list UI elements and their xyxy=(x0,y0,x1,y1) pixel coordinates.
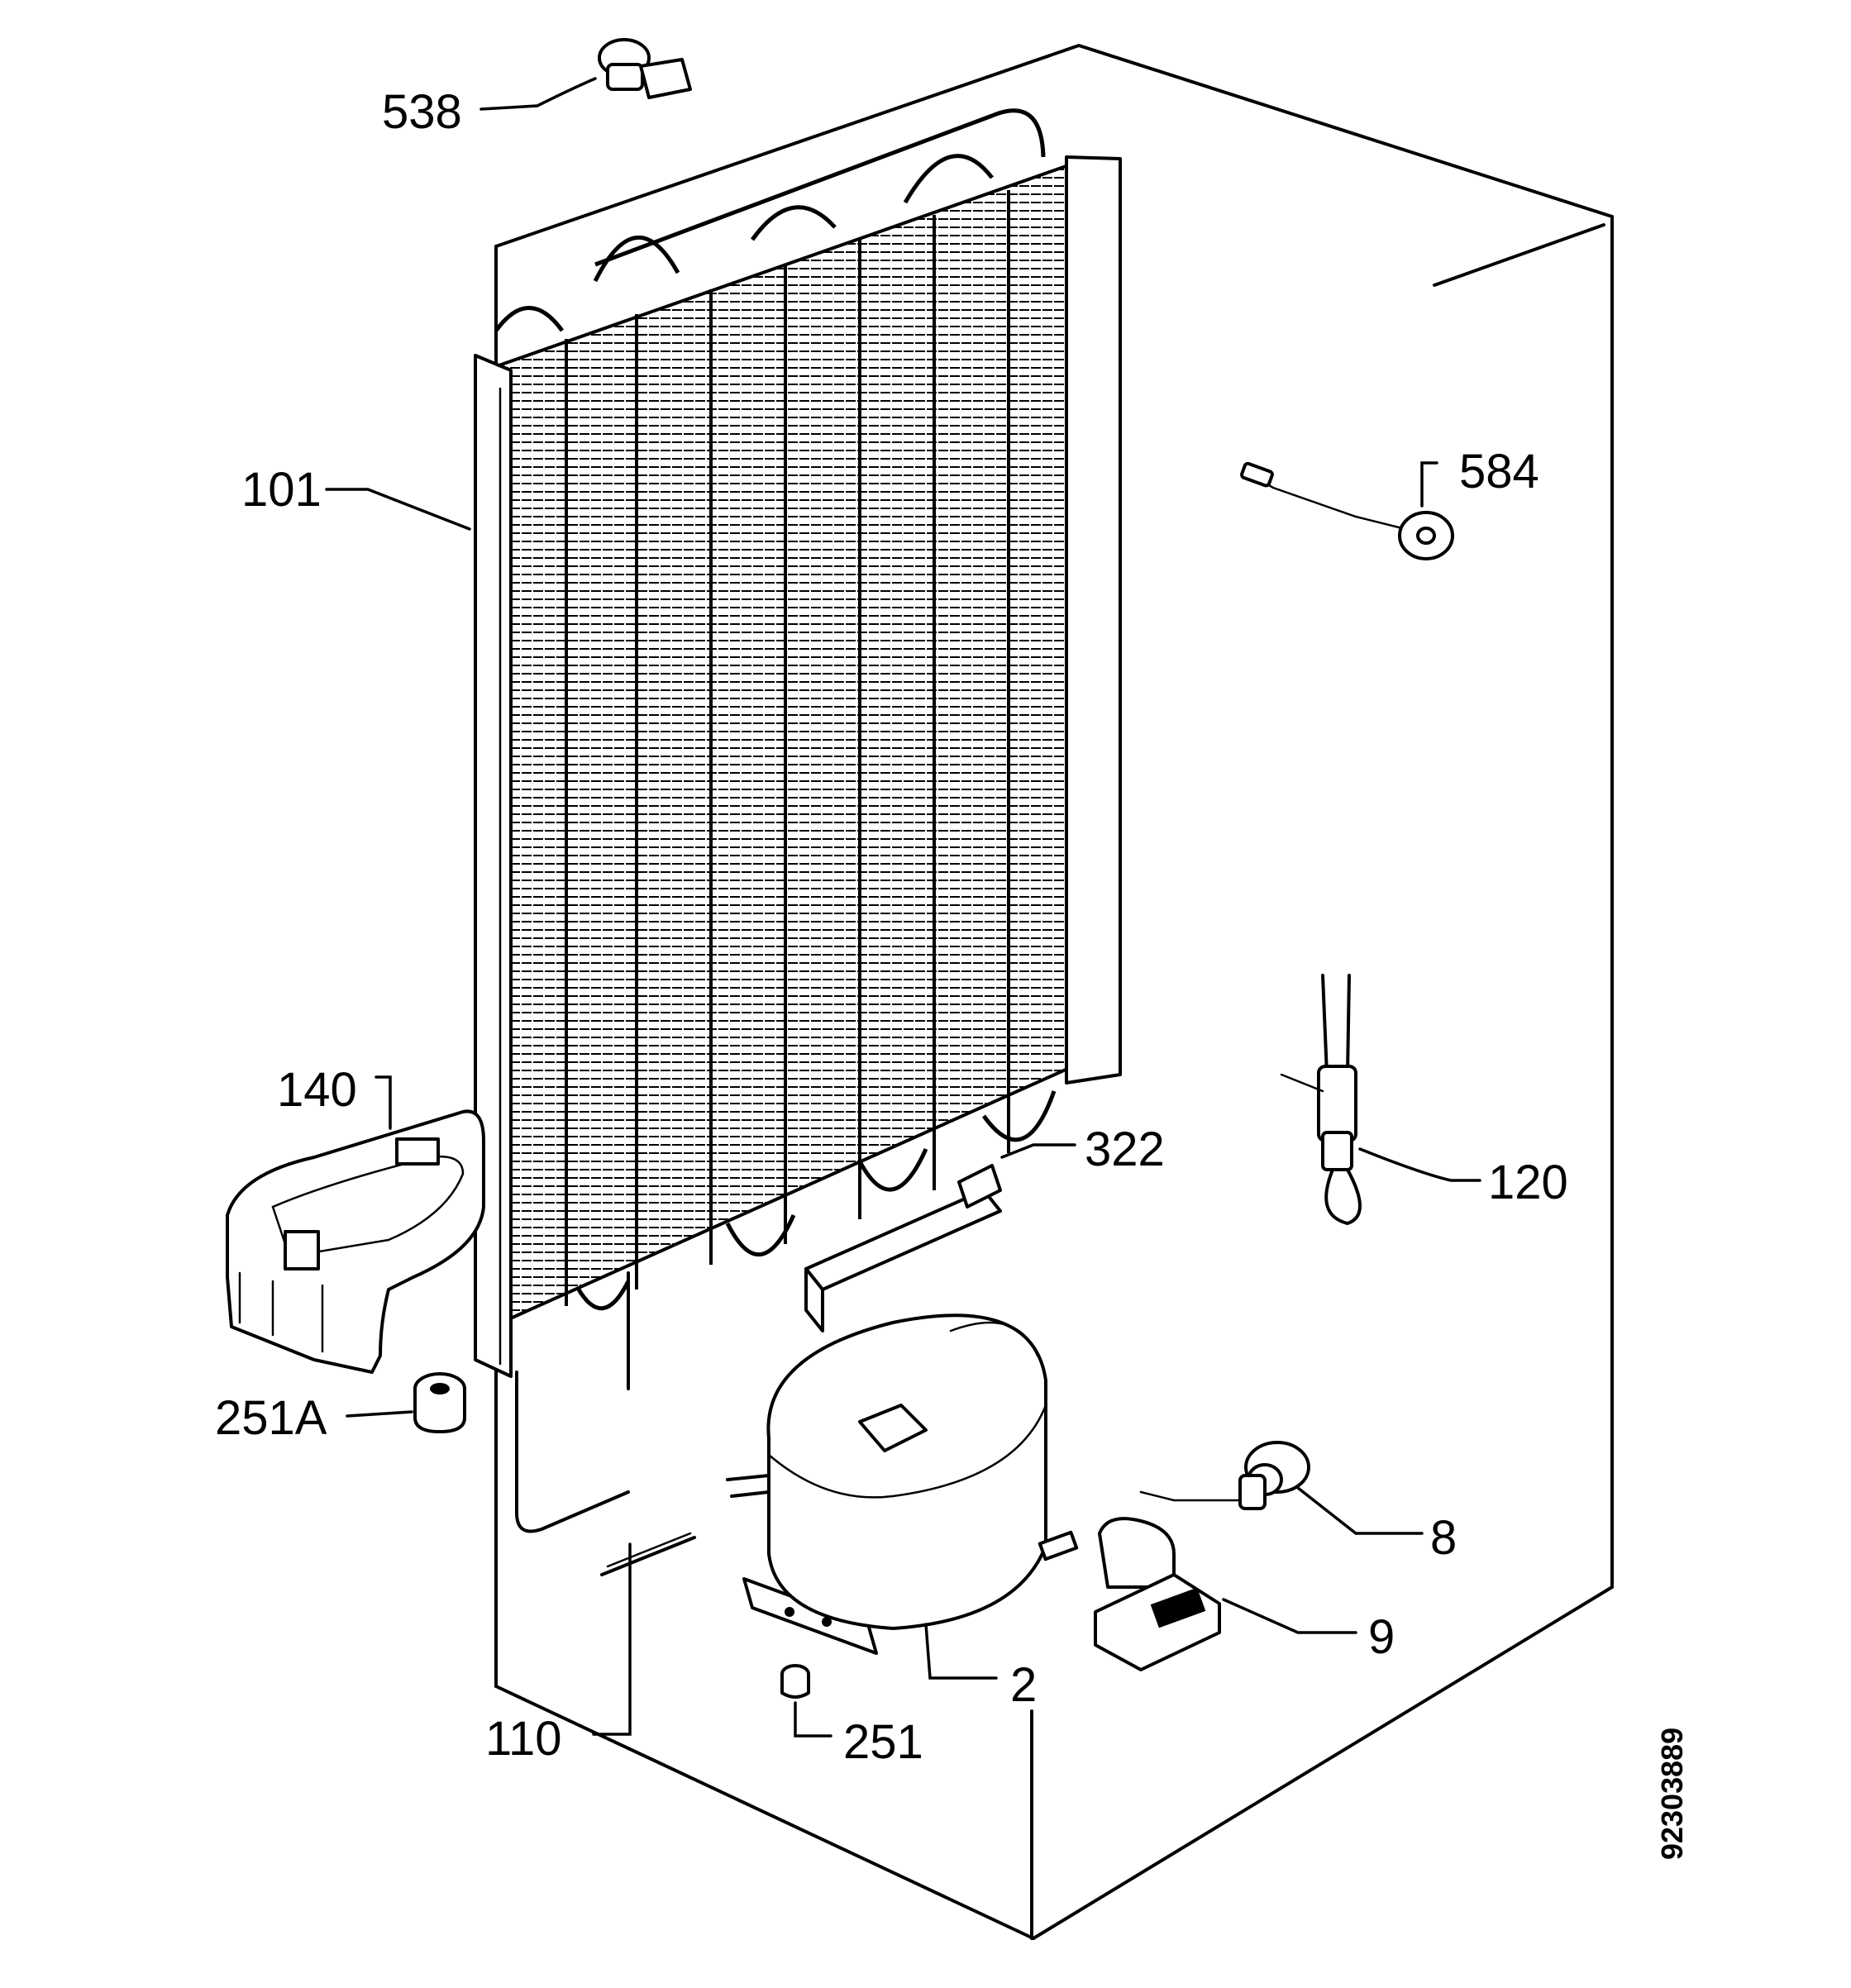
callout-251a: 251A xyxy=(215,1391,327,1445)
callout-538: 538 xyxy=(382,85,462,139)
callout-101: 101 xyxy=(241,463,322,517)
callout-110: 110 xyxy=(485,1712,561,1766)
callout-251: 251 xyxy=(843,1715,923,1769)
wire-harness-part-120 xyxy=(1280,974,1362,1225)
sensor-probe-part-584 xyxy=(1240,461,1454,560)
callout-584: 584 xyxy=(1459,445,1539,498)
callout-labels: 538 101 584 140 322 120 251A 8 9 2 110 2… xyxy=(215,85,1568,1769)
tube-part-110 xyxy=(600,1532,696,1576)
rubber-foot-part-251 xyxy=(780,1664,810,1699)
callout-322: 322 xyxy=(1085,1123,1165,1176)
callout-120: 120 xyxy=(1488,1156,1568,1209)
grommet-part-538 xyxy=(598,38,692,99)
condenser xyxy=(474,108,1122,1533)
bracket-part-322 xyxy=(804,1164,1002,1332)
starter-part-9 xyxy=(1094,1517,1221,1671)
relay-part-8 xyxy=(1139,1441,1310,1510)
callout-140: 140 xyxy=(277,1063,357,1117)
document-number: 92303889 xyxy=(1655,1728,1689,1860)
leader-lines xyxy=(325,77,1481,1738)
compressor-part-2 xyxy=(726,1313,1079,1655)
drip-tray-part-140 xyxy=(226,1109,485,1374)
callout-2: 2 xyxy=(1010,1658,1037,1712)
callout-8: 8 xyxy=(1430,1511,1457,1565)
rubber-bush-part-251a xyxy=(413,1372,466,1433)
callout-9: 9 xyxy=(1368,1610,1395,1664)
